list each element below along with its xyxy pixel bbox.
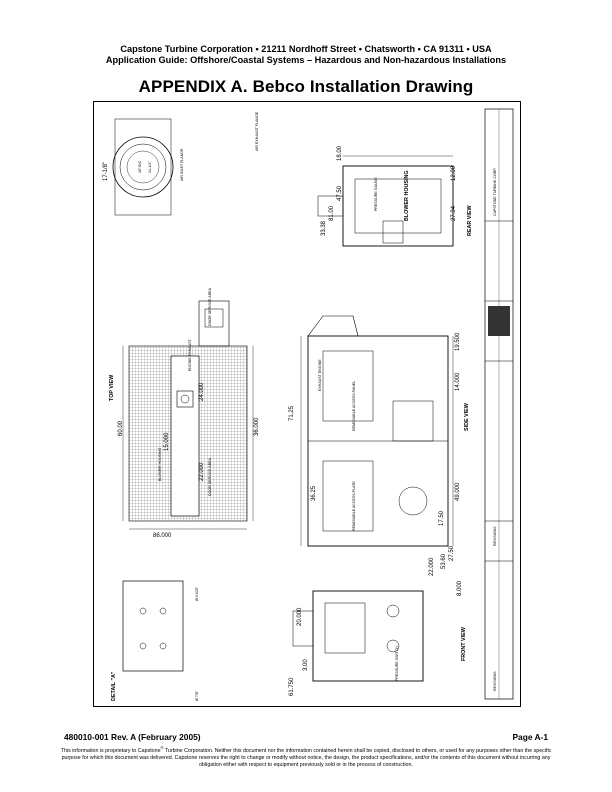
- door-service-area-1: DOOR SERVICE AREA: [208, 457, 212, 496]
- rear-blower-housing-label: BLOWER HOUSING: [404, 170, 410, 221]
- air-inlet-flange-label: AIR INLET FLANGE: [180, 148, 184, 181]
- installation-drawing: TOP VIEW 60.00 36.000 86.000 BLOWER HOUS…: [93, 101, 521, 707]
- rear-view-label: REAR VIEW: [467, 205, 473, 236]
- disclaimer-pre: This information is proprietary to Capst…: [60, 747, 161, 754]
- detail-a: DETAIL "A" Ø 0.625" Ø 7/8": [111, 580, 199, 701]
- flange-detail: 17-1/8" 14-1/4" 16" B/C AIR INLET FLANGE…: [103, 111, 259, 216]
- header-line-2: Application Guide: Offshore/Coastal Syst…: [105, 55, 507, 65]
- dim-36: 36.000: [254, 417, 260, 436]
- removable-access-plate-label: REMOVABLE ACCESS PLATE: [352, 481, 356, 531]
- dim-20: 20.000: [297, 607, 303, 626]
- revisions-label: REVISIONS: [493, 526, 497, 546]
- dim-27-94: 27.94: [451, 205, 457, 221]
- dim-81: 81.00: [329, 205, 335, 221]
- pressure-gauge-label: PRESSURE GAUGE: [374, 177, 378, 211]
- air-exhaust-flange-label: AIR EXHAUST FLANGE: [255, 111, 259, 151]
- detail-a-label: DETAIL "A": [111, 671, 117, 701]
- title-block: CAPSTONE TURBINE CORP. REVISIONS REVISIO…: [484, 108, 514, 700]
- dim-17-5: 17.50: [439, 510, 445, 526]
- door-service-area-2: DOOR SERVICE AREA: [208, 287, 212, 326]
- dim-14-1-4: 14-1/4": [148, 161, 152, 173]
- top-view-label: TOP VIEW: [109, 374, 115, 401]
- dim-60: 60.00: [118, 420, 124, 436]
- dim-8: 8.000: [457, 580, 463, 596]
- footer-page-number: Page A-1: [512, 732, 548, 742]
- disclaimer-tm: ®: [160, 745, 164, 750]
- engine-exhaust-label: ENGINE EXHAUST: [188, 338, 192, 371]
- top-view: TOP VIEW 60.00 36.000 86.000 BLOWER HOUS…: [109, 287, 260, 539]
- front-view-label: FRONT VIEW: [461, 626, 467, 661]
- rear-view-body: [342, 165, 454, 247]
- dim-12: 12.00: [451, 165, 457, 181]
- exhaust-engine-label: EXHAUST ENGINE: [318, 359, 322, 391]
- header-line-1: Capstone Turbine Corporation • 21211 Nor…: [120, 44, 492, 54]
- removable-access-panel-label: REMOVABLE ACCESS PANEL: [352, 381, 356, 431]
- dim-17-1-8: 17-1/8": [103, 162, 109, 181]
- footer-doc-id: 480010-001 Rev. A (February 2005): [64, 732, 201, 742]
- disclaimer-post: Turbine Corporation. Neither this docume…: [61, 747, 552, 769]
- dim-22b: 22.000: [429, 557, 435, 576]
- dim-24: 24.000: [199, 382, 205, 401]
- rear-view: REAR VIEW BLOWER HOUSING PRESSURE GAUGE …: [317, 145, 473, 247]
- dim-86: 86.000: [153, 533, 172, 539]
- dim-36-25: 36.25: [311, 485, 317, 501]
- dim-18: 18.00: [337, 145, 343, 161]
- blower-housing-label: BLOWER HOUSING: [158, 447, 162, 481]
- footer-disclaimer: This information is proprietary to Capst…: [58, 744, 554, 770]
- front-view-body: [312, 590, 424, 682]
- pressure-switch-label: PRESSURE SWITCH: [395, 646, 399, 681]
- top-view-unit: [170, 355, 200, 517]
- front-view: FRONT VIEW 20.000 22.000 3.00 61.750 8.0…: [289, 557, 467, 696]
- dim-61-75: 61.750: [289, 677, 295, 696]
- dim-3: 3.00: [303, 659, 309, 671]
- dim-16-bc: 16" B/C: [138, 160, 142, 173]
- dim-71-25: 71.25: [289, 405, 295, 421]
- page-title: APPENDIX A. Bebco Installation Drawing: [138, 77, 474, 96]
- dim-15: 15.000: [164, 432, 170, 451]
- dim-14: 14.000: [455, 372, 461, 391]
- dim-0-750: Ø 7/8": [195, 690, 199, 701]
- dim-33-38: 33.38: [321, 220, 327, 236]
- dim-49: 49.000: [455, 482, 461, 501]
- dim-0-625: Ø 0.625": [195, 586, 199, 601]
- capstone-name-label: CAPSTONE TURBINE CORP.: [493, 168, 497, 216]
- dim-53-6: 53.60: [441, 553, 447, 569]
- side-view-label: SIDE VIEW: [464, 402, 470, 431]
- dim-27-5: 27.50: [449, 545, 455, 561]
- drawing-border: [93, 101, 521, 707]
- dim-22: 22.000: [199, 462, 205, 481]
- side-view: SIDE VIEW 71.25 19.500 14.000 49.000 36.…: [289, 315, 470, 569]
- revisions-label-2: REVISIONS: [493, 671, 497, 691]
- dim-19-5: 19.500: [455, 332, 461, 351]
- dim-47-5: 47.50: [337, 185, 343, 201]
